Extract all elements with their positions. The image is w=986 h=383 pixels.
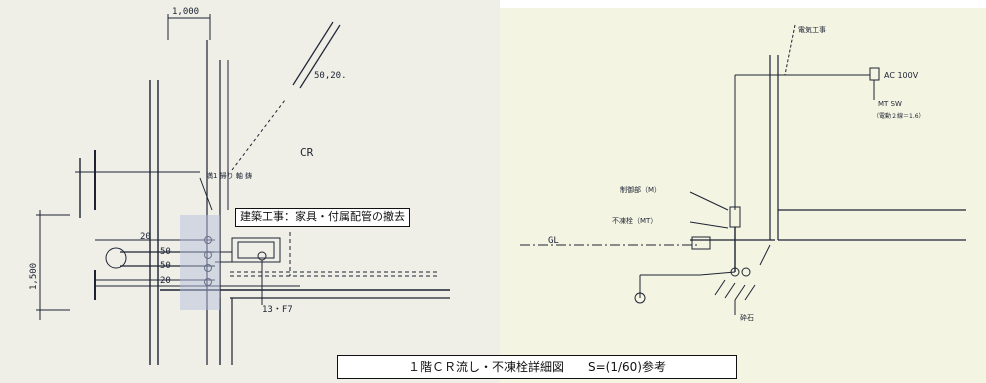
electrical-leader — [784, 24, 796, 76]
hatch-1 — [714, 279, 726, 296]
gl-label: GL — [548, 236, 559, 246]
switch-note: （電動２線＝1.6） — [873, 112, 925, 120]
pipe-20a: 20 — [140, 232, 151, 242]
fixture-inner — [237, 241, 275, 259]
support-note: 満1 掃り 軸 鋳 — [206, 171, 252, 180]
switch-label: MT SW — [878, 100, 902, 108]
fixture-outlet — [257, 251, 267, 261]
valve-joint-1 — [730, 267, 740, 277]
drawing-title: １階ＣＲ流し・不凍栓詳細図 S=(1/60)参考 — [337, 355, 737, 379]
control-leader — [689, 191, 729, 211]
valve-leader — [689, 221, 729, 229]
pipe-bend — [640, 271, 736, 276]
fixture-box — [231, 237, 281, 263]
valve-box — [691, 236, 711, 250]
gravel-label: 砕石 — [740, 313, 754, 322]
right-paper — [500, 8, 986, 383]
hatch-3 — [734, 284, 746, 301]
hatch-5 — [759, 244, 771, 266]
drain-valve — [634, 292, 646, 304]
hatch-4 — [744, 284, 756, 301]
electrical-label: 電気工事 — [798, 25, 826, 34]
dim-top: 1,000 — [172, 7, 199, 17]
control-label: 制御部（M） — [620, 185, 661, 194]
slope-label: 50,20. — [314, 71, 347, 81]
hatch-2 — [724, 282, 736, 299]
floor-drain-circle — [105, 247, 127, 269]
left-detail — [36, 14, 450, 365]
valve-label: 不凍栓（MT） — [612, 216, 657, 225]
left-paper — [0, 0, 500, 383]
blue-tint — [180, 215, 220, 310]
valve-joint-2 — [741, 267, 751, 277]
outlet-box — [869, 67, 880, 81]
power-label: AC 100V — [884, 71, 919, 80]
pipe-20b: 20 — [160, 276, 171, 286]
slope-dashed — [231, 99, 286, 171]
callout-box: 建築工事：家具・付属配管の撤去 — [235, 208, 410, 227]
dim-left: 1,500 — [29, 263, 39, 290]
pipe-50b: 50 — [160, 261, 171, 271]
trap-label: 13・F7 — [262, 305, 293, 315]
slope-line-1 — [292, 21, 334, 86]
right-detail — [520, 24, 966, 315]
support-leader — [199, 177, 213, 211]
slope-line-2 — [299, 24, 341, 89]
room-label: CR — [300, 146, 314, 159]
pipe-50a: 50 — [160, 247, 171, 257]
